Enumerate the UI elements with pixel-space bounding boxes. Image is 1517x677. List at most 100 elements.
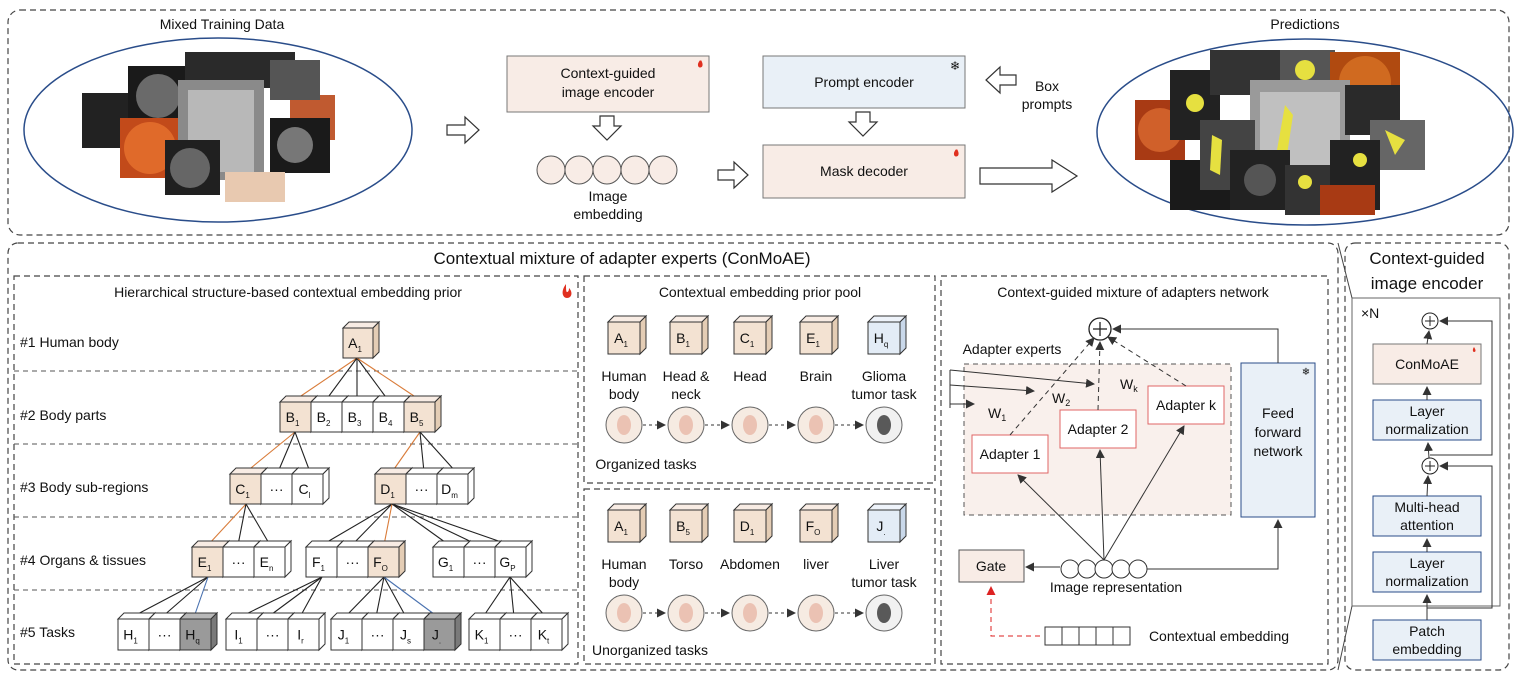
hollow-arrow-down-prompt	[847, 111, 879, 137]
mask-decoder-box	[762, 144, 966, 199]
patch-embedding-line1: Patch	[1409, 623, 1445, 639]
prompt-encoder-box	[762, 55, 966, 109]
adapter-1-box	[971, 434, 1049, 474]
node-gp: GP	[493, 539, 534, 579]
adapter-1-label: Adapter 1	[980, 446, 1041, 462]
image-embedding-circles	[536, 155, 678, 185]
adapter-2-label: Adapter 2	[1068, 421, 1129, 437]
moa-network-title: Context-guided mixture of adapters netwo…	[997, 284, 1270, 300]
adapter-k-label: Adapter k	[1156, 397, 1217, 413]
image-representation-circles	[1060, 559, 1148, 579]
fire-icon	[1472, 347, 1476, 352]
pool-cube-organized-4: E1	[798, 314, 840, 356]
node-kt: Kt	[529, 611, 570, 652]
node-label: ···	[232, 554, 246, 570]
patch-embedding-line2: embedding	[1392, 641, 1461, 657]
pool-cube-organized-1: A1	[606, 314, 648, 356]
encoder-repeat-block	[1351, 297, 1501, 607]
prediction-images-collage	[1135, 50, 1425, 215]
zoom-line	[1337, 605, 1353, 671]
hollow-arrow-to-encoder	[446, 115, 480, 145]
node-ellipsis: ···	[404, 466, 445, 506]
pool-label: neck	[671, 386, 702, 402]
hollow-arrow-down-encoder	[591, 115, 623, 141]
hollow-arrow-to-decoder	[717, 160, 749, 190]
node-label: Cl	[299, 481, 311, 500]
node-label: I1	[234, 627, 243, 646]
pool-label: body	[609, 386, 639, 402]
contextual-embedding-label: Contextual embedding	[1149, 628, 1289, 644]
ffn-label-line1: Feed	[1262, 405, 1294, 421]
training-images-collage	[82, 52, 335, 202]
level-label-1: #1 Human body	[20, 334, 119, 350]
pool-cube-unorganized-4: FO	[798, 502, 840, 544]
hollow-arrow-box-prompts	[985, 65, 1017, 95]
pool-label: Liver	[869, 556, 900, 572]
node-label: ···	[415, 481, 429, 497]
pool-cube-unorganized-5: J.	[866, 502, 908, 544]
prompt-encoder-label: Prompt encoder	[814, 74, 914, 90]
layer-norm-1-line2: normalization	[1385, 421, 1468, 437]
level-label-5: #5 Tasks	[20, 624, 75, 640]
node-fo: FO	[366, 539, 407, 579]
predictions-group: Predictions	[1096, 16, 1514, 226]
tree-edges	[131, 357, 547, 618]
pool-cube-organized-2: B1	[668, 314, 710, 356]
node-h1: H1	[116, 611, 157, 652]
training-data-ellipse	[23, 37, 413, 223]
level-label-3: #3 Body sub-regions	[20, 479, 148, 495]
node-ellipsis: ···	[498, 611, 539, 652]
ffn-label-line2: forward	[1255, 424, 1302, 440]
node-ellipsis: ···	[360, 611, 401, 652]
zoom-line	[1337, 242, 1353, 299]
encoder-label-line1: Context-guided	[561, 65, 656, 81]
predictions-label: Predictions	[1270, 16, 1339, 32]
gate-weight-arrows	[949, 369, 1095, 409]
node-cl: Cl	[290, 466, 331, 506]
pool-label: Head	[733, 368, 766, 384]
node-en: En	[252, 539, 293, 579]
pool-label: Brain	[800, 368, 833, 384]
layer-norm-1-box	[1372, 399, 1482, 441]
node-c1: C1	[228, 466, 269, 506]
node-label: Ir	[297, 627, 304, 646]
image-embedding-line2: embedding	[573, 206, 642, 222]
node-ir: Ir	[286, 611, 327, 652]
node-label: ···	[270, 481, 284, 497]
layer-norm-2-box	[1372, 551, 1482, 593]
node-label: ···	[371, 627, 385, 643]
ffn-label-line3: network	[1253, 443, 1303, 459]
pool-cube-unorganized-1: A1	[606, 502, 648, 544]
gate-box	[958, 549, 1025, 583]
pool-label: Human	[601, 556, 646, 572]
node-label: ···	[266, 627, 280, 643]
repeat-label: ×N	[1361, 305, 1379, 321]
node-label: ···	[473, 554, 487, 570]
mha-line1: Multi-head	[1394, 499, 1459, 515]
encoder-panel-title-line1: Context-guided	[1369, 249, 1484, 268]
layer-norm-2-line1: Layer	[1409, 555, 1444, 571]
level-label-2: #2 Body parts	[20, 407, 106, 423]
node-label: ···	[509, 627, 523, 643]
pool-label: liver	[803, 556, 829, 572]
representation-edges	[1017, 425, 1283, 572]
unorganized-tasks-group: A1HumanbodyB5TorsoD1AbdomenFOliverJ.Live…	[601, 502, 918, 632]
node-label: J.	[876, 518, 885, 537]
box-prompts-line2: prompts	[1022, 96, 1073, 112]
encoder-conmoae-label: ConMoAE	[1395, 356, 1459, 372]
level-label-4: #4 Organs & tissues	[20, 552, 146, 568]
node-hq: Hq	[178, 611, 219, 652]
pool-label: tumor task	[851, 386, 917, 402]
layer-norm-2-line2: normalization	[1385, 573, 1468, 589]
box-prompts-line1: Box	[1035, 78, 1059, 94]
unorganized-tasks-caption: Unorganized tasks	[592, 642, 708, 658]
pool-cube-unorganized-2: B5	[668, 502, 710, 544]
top-panel-border	[7, 9, 1510, 236]
organized-tasks-caption: Organized tasks	[595, 456, 696, 472]
pool-label: Glioma	[862, 368, 907, 384]
pool-organized-panel-border	[583, 275, 936, 484]
encoder-panel-title-line2: image encoder	[1371, 274, 1484, 293]
fire-icon	[697, 60, 703, 68]
conmoae-title: Contextual mixture of adapter experts (C…	[433, 249, 810, 268]
